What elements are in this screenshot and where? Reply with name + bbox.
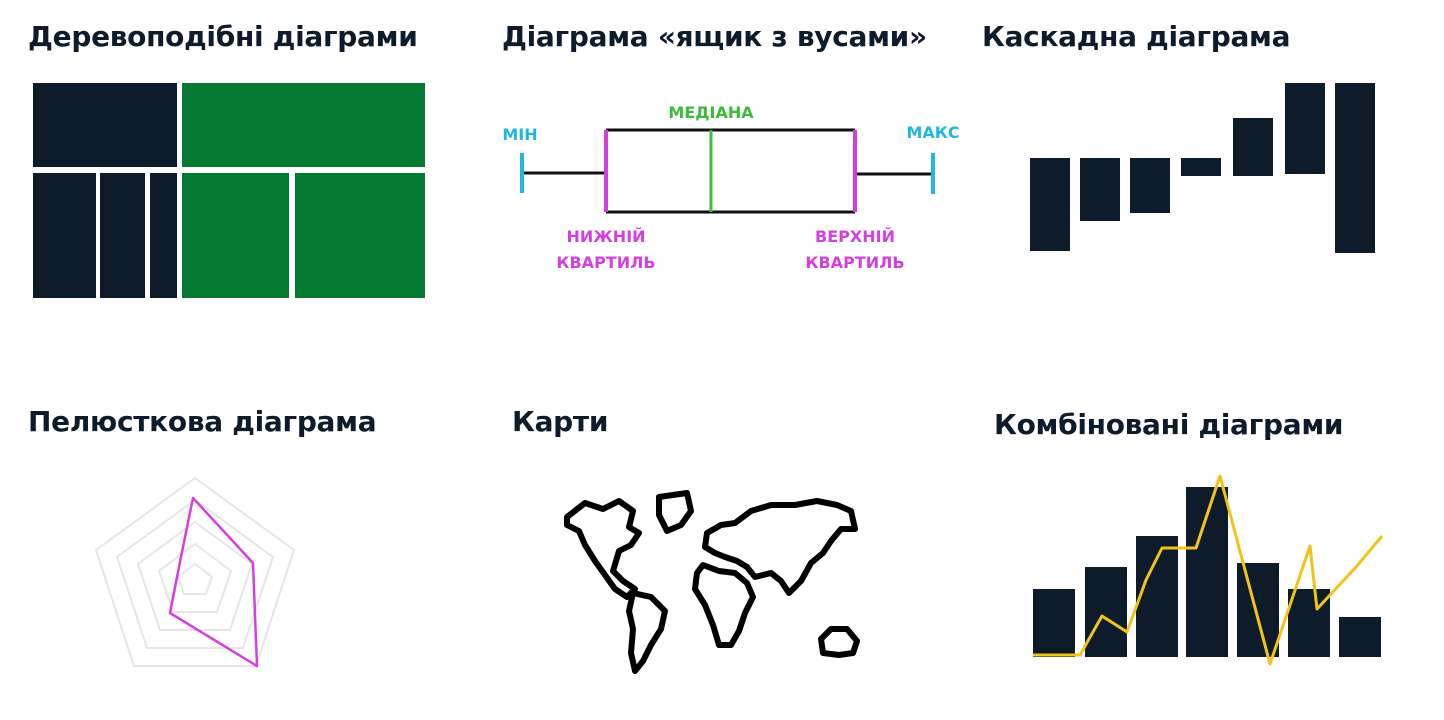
- radar-title: Пелюсткова діаграма: [28, 405, 377, 438]
- waterfall-illustration: [1030, 83, 1375, 253]
- combo-bar: [1339, 617, 1381, 657]
- waterfall-bar: [1030, 158, 1070, 251]
- radar-grid-ring: [115, 498, 275, 649]
- treemap-block: [295, 173, 425, 298]
- waterfall-bar: [1285, 83, 1325, 174]
- waterfall-title: Каскадна діаграма: [982, 20, 1291, 53]
- treemap-illustration: [33, 83, 425, 298]
- min-label: МІН: [502, 125, 537, 144]
- combo-bar: [1288, 589, 1330, 657]
- boxplot-title: Діаграма «ящик з вусами»: [502, 20, 927, 53]
- combo-bar: [1033, 589, 1075, 657]
- treemap-title: Деревоподібні діаграми: [28, 20, 418, 53]
- treemap-block: [33, 83, 177, 167]
- world-map-icon: [564, 490, 860, 674]
- boxplot-illustration: МІН МАКС МЕДІАНА НИЖНІЙ КВАРТИЛЬ ВЕРХНІЙ…: [502, 103, 959, 272]
- combo-bar: [1136, 536, 1178, 657]
- radar-grid-ring: [157, 542, 233, 613]
- waterfall-bar: [1130, 158, 1170, 213]
- combo-bar: [1237, 563, 1279, 657]
- radar-grid-ring: [136, 520, 254, 631]
- radar-grid-ring: [176, 562, 214, 595]
- max-label: МАКС: [906, 123, 959, 142]
- treemap-block: [182, 173, 289, 298]
- waterfall-bar: [1233, 118, 1273, 176]
- combo-bar: [1085, 567, 1127, 657]
- waterfall-bar: [1181, 158, 1221, 176]
- upper-quartile-label: ВЕРХНІЙ: [815, 227, 895, 246]
- combo-title: Комбіновані діаграми: [994, 408, 1344, 441]
- maps-title: Карти: [512, 405, 609, 438]
- treemap-block: [150, 173, 177, 298]
- radar-grid-ring: [94, 476, 296, 667]
- waterfall-bar: [1335, 83, 1375, 253]
- median-label: МЕДІАНА: [668, 103, 754, 122]
- treemap-block: [100, 173, 145, 298]
- combo-line: [1033, 474, 1384, 666]
- lower-quartile-label: НИЖНІЙ: [566, 227, 645, 246]
- radar-illustration: [94, 476, 296, 668]
- waterfall-bar: [1080, 158, 1120, 221]
- treemap-block: [182, 83, 425, 167]
- lower-quartile-label: КВАРТИЛЬ: [556, 253, 655, 272]
- radar-series: [168, 496, 259, 668]
- treemap-block: [33, 173, 96, 298]
- upper-quartile-label: КВАРТИЛЬ: [805, 253, 904, 272]
- combo-illustration: [1033, 474, 1384, 666]
